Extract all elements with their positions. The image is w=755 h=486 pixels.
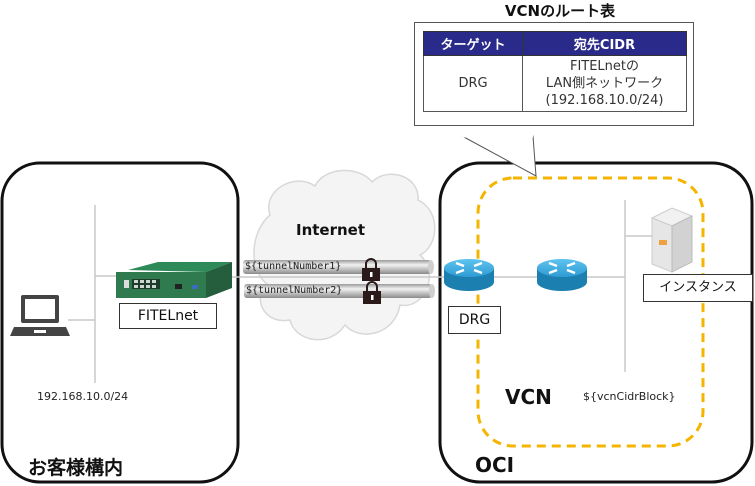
route-table-callout: ターゲット 宛先CIDR DRG FITELnetの LAN側ネットワーク (1… bbox=[414, 22, 694, 126]
vcn-label: VCN bbox=[505, 385, 552, 409]
oci-label: OCI bbox=[475, 453, 515, 477]
internet-label: Internet bbox=[296, 221, 366, 239]
drg-label: DRG bbox=[448, 306, 501, 334]
cell-target: DRG bbox=[423, 55, 523, 112]
route-table: ターゲット 宛先CIDR DRG FITELnetの LAN側ネットワーク (1… bbox=[423, 31, 687, 112]
cell-destination: FITELnetの LAN側ネットワーク (192.168.10.0/24) bbox=[522, 55, 687, 112]
callout-pointer bbox=[461, 135, 537, 177]
oci-boundary bbox=[438, 161, 754, 484]
table-row: DRG FITELnetの LAN側ネットワーク (192.168.10.0/2… bbox=[423, 55, 687, 112]
header-target: ターゲット bbox=[423, 31, 523, 56]
instance-label: インスタンス bbox=[643, 274, 753, 302]
header-destination: 宛先CIDR bbox=[522, 31, 687, 56]
lock-icon bbox=[363, 281, 381, 304]
route-table-header-row: ターゲット 宛先CIDR bbox=[423, 31, 687, 56]
route-table-title: VCNのルート表 bbox=[504, 2, 616, 20]
tunnel-1-label: ${tunnelNumber1} bbox=[245, 261, 342, 272]
vcn-cidr-label: ${vcnCidrBlock} bbox=[583, 390, 676, 403]
laptop-icon bbox=[10, 295, 70, 336]
customer-site-label: お客様構内 bbox=[28, 457, 124, 479]
tunnel-pipe-2 bbox=[244, 284, 435, 298]
customer-network-cidr: 192.168.10.0/24 bbox=[37, 390, 129, 403]
internet-cloud bbox=[253, 169, 436, 341]
tunnel-2-label: ${tunnelNumber2} bbox=[246, 285, 343, 296]
fitelnet-router-icon bbox=[116, 262, 232, 298]
customer-site-boundary bbox=[0, 161, 240, 484]
drg-router-icon bbox=[444, 259, 494, 291]
server-instance-icon bbox=[650, 207, 694, 273]
vcn-router-icon bbox=[537, 259, 587, 291]
tunnel-pipe-1 bbox=[243, 260, 434, 274]
lock-icon bbox=[362, 258, 380, 281]
fitelnet-label: FITELnet bbox=[119, 303, 217, 329]
